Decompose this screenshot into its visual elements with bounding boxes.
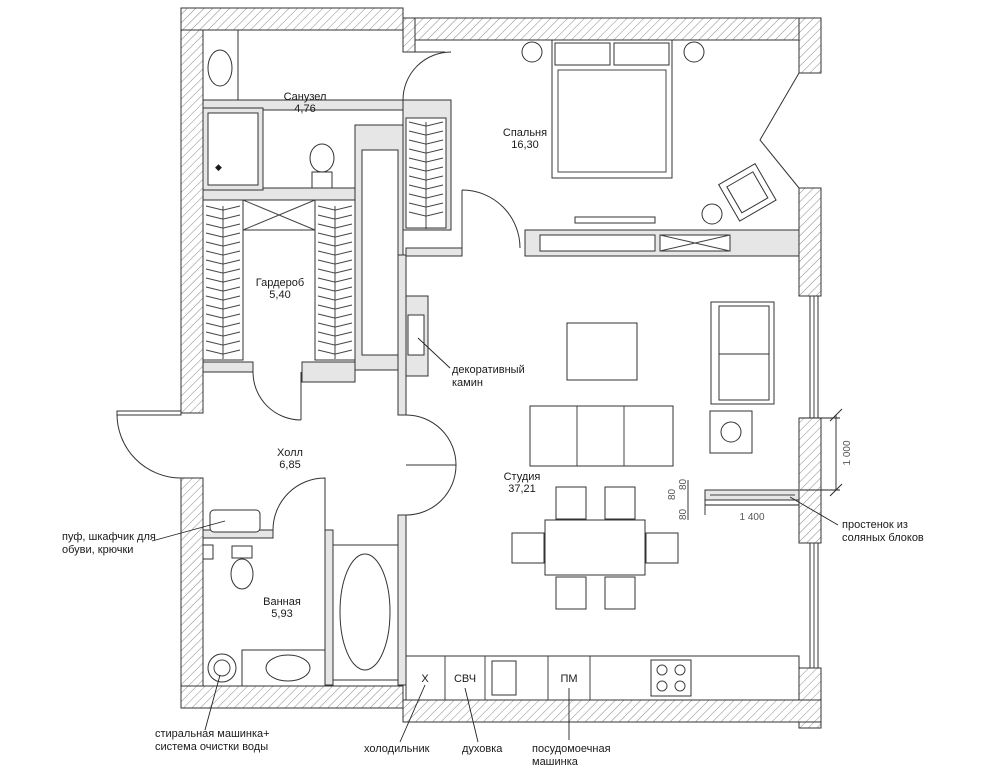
bedroom-door [461, 189, 521, 249]
wall-garderob-bottom-left [202, 361, 254, 373]
oven-mark: СВЧ [454, 673, 476, 685]
dimensions: 1 000 1 400 80 80 80 [667, 408, 853, 523]
wall-top-left [180, 7, 404, 31]
sanuzel-door [402, 51, 452, 101]
note-kamin-1: декоративный [452, 364, 525, 376]
note-stiralnaya-1: стиральная машинка+ [155, 728, 270, 740]
note-posudomoechnaya-2: машинка [532, 756, 579, 768]
bathroom-fixtures [202, 509, 399, 687]
bath-toilet [230, 558, 254, 590]
shower-inner [207, 112, 259, 186]
wall-left-lower [180, 477, 204, 709]
wall-top-right [402, 17, 822, 41]
garderob-shelves [202, 199, 356, 361]
wall-garderob-bottom-right [301, 361, 356, 383]
wall-niche [361, 149, 399, 356]
chair-5 [511, 532, 545, 564]
sofa [529, 405, 674, 467]
dim-1400: 1 400 [739, 512, 764, 523]
windows [809, 295, 819, 669]
nightstand-lamp-right [683, 41, 705, 63]
fireplace-firebox [407, 314, 425, 356]
doors [116, 51, 800, 531]
chair-6 [645, 532, 679, 564]
note-stiralnaya-2: система очистки воды [155, 741, 268, 753]
wall-right-mid1 [798, 187, 822, 297]
svg-text:◆: ◆ [215, 162, 222, 172]
kitchen-sink [491, 660, 517, 696]
kitchen: Х СВЧ ПМ [405, 655, 800, 701]
chair-1 [555, 486, 587, 520]
room-sanuzel-name: Санузел [284, 91, 327, 103]
exterior-walls [180, 7, 822, 729]
wall-left-upper [180, 7, 204, 414]
bathroom-door [272, 477, 326, 531]
room-spalnya-area: 16,30 [511, 139, 539, 151]
side-table [701, 203, 723, 225]
tv-cabinet [539, 234, 656, 252]
room-garderob-name: Гардероб [256, 277, 304, 289]
chair-4 [604, 576, 636, 610]
note-prostenok-1: простенок из [842, 519, 908, 531]
wall-hall-studio [397, 254, 407, 416]
fridge-mark: Х [421, 673, 429, 685]
room-labels: Санузел 4,76 Спальня 16,30 Гардероб 5,40… [256, 91, 547, 620]
washing-machine [207, 653, 237, 683]
dim-80a: 80 [667, 488, 678, 500]
room-vannaya-name: Ванная [263, 596, 301, 608]
room-spalnya-name: Спальня [503, 127, 547, 139]
note-duhovka: духовка [462, 743, 503, 755]
sanuzel-sink [207, 49, 233, 87]
studio-furniture [405, 295, 800, 610]
studio-door [405, 414, 457, 466]
sanuzel-toilet [309, 143, 335, 173]
note-holodilnik: холодильник [364, 743, 430, 755]
wall-top-corner [402, 17, 416, 53]
note-kamin-2: камин [452, 377, 483, 389]
nightstand-lamp-left [521, 41, 543, 63]
room-studiya-name: Студия [504, 471, 541, 483]
pouf-shoe-cabinet [209, 509, 261, 533]
dim-1000: 1 000 [842, 440, 853, 465]
coffee-table [566, 322, 638, 381]
wall-bedroom-studio-left [405, 247, 463, 257]
pillow-right [613, 42, 670, 66]
wall-bath-divider [324, 529, 334, 686]
kitchen-counter [405, 655, 800, 701]
room-sanuzel-area: 4,76 [294, 103, 315, 115]
garderob-door [252, 371, 302, 421]
tv-bedroom [574, 216, 656, 224]
annotations: декоративный камин пуф, шкафчик для обув… [62, 337, 924, 768]
bath-sink [265, 654, 311, 682]
chair-3 [555, 576, 587, 610]
wall-right-top [798, 17, 822, 74]
dim-80c: 80 [678, 508, 689, 520]
room-holl-name: Холл [277, 447, 303, 459]
room-vannaya-area: 5,93 [271, 608, 292, 620]
room-holl-area: 6,85 [279, 459, 300, 471]
note-prostenok-2: соляных блоков [842, 532, 924, 544]
wall-sanuzel-inner [202, 99, 404, 111]
sanuzel-toilet-tank [311, 171, 333, 189]
entrance-door [116, 412, 182, 479]
room-garderob-area: 5,40 [269, 289, 290, 301]
sanuzel-fixtures: ◆ [202, 29, 335, 191]
wall-bottom-right [402, 699, 822, 723]
pillow-left [554, 42, 611, 66]
note-posudomoechnaya-1: посудомоечная [532, 743, 611, 755]
dining-table [544, 519, 646, 576]
note-puf-1: пуф, шкафчик для [62, 531, 156, 543]
dim-80b: 80 [678, 478, 689, 490]
room-studiya-area: 37,21 [508, 483, 536, 495]
dishwasher-mark: ПМ [560, 673, 577, 685]
cooktop [650, 659, 692, 697]
chair-2 [604, 486, 636, 520]
note-puf-2: обуви, крючки [62, 544, 133, 556]
balcony-door [759, 72, 800, 189]
bedroom-wardrobe [405, 117, 447, 229]
wall-bath-kitchen [397, 514, 407, 686]
bedroom-furniture [521, 39, 777, 252]
wall-right-mid2 [798, 417, 822, 544]
